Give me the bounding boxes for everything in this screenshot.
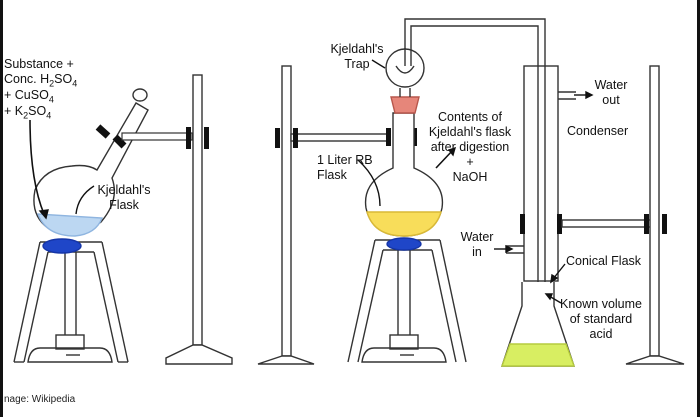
substance-arrow <box>29 119 45 215</box>
left-bunsen-burner <box>27 252 113 363</box>
liebig-condenser <box>506 65 576 345</box>
contents-arrowhead <box>447 146 457 157</box>
cuso4-label: + CuSO4 <box>4 88 54 105</box>
rb-flask-label: 1 Liter RB Flask <box>317 153 373 182</box>
middle-bunsen-burner <box>361 250 447 363</box>
left-stand <box>165 74 233 365</box>
flask-pointer <box>75 185 95 215</box>
left-clamp <box>95 124 209 149</box>
conical-flask-label: Conical Flask <box>566 254 642 268</box>
right-frame-edge <box>697 0 700 417</box>
contents-label: Contents of Kjeldahl's flask after diges… <box>428 110 512 184</box>
left-frame-edge <box>0 0 3 417</box>
middle-left-stand <box>257 65 315 365</box>
contents-arrow <box>435 149 454 169</box>
kjeldahl-trap <box>385 48 425 114</box>
image-credit: nage: Wikipedia <box>4 394 76 405</box>
middle-tripod <box>347 239 467 363</box>
kjeldahl-flask-label: Kjeldahl's Flask <box>97 183 151 212</box>
known-volume-label: Known volume of standard acid <box>560 297 642 341</box>
conical-flask <box>501 282 575 367</box>
water-flow-arrows <box>494 90 594 304</box>
kjeldahl-trap-label: Kjeldahl's Trap <box>330 42 384 71</box>
water-in-label: Water in <box>460 230 494 259</box>
middle-flame <box>386 237 422 251</box>
kjeldahl-flask <box>33 88 149 237</box>
substance-arrowhead <box>38 209 49 220</box>
water-out-label: Water out <box>594 78 628 107</box>
left-tripod <box>13 241 129 363</box>
right-stand <box>625 65 685 365</box>
round-bottom-flask <box>364 112 444 237</box>
condenser-label: Condenser <box>567 124 629 138</box>
substance-label-line1: Substance + <box>4 57 74 71</box>
trap-pointer <box>371 59 386 69</box>
k2so4-label: + K2SO4 <box>4 104 52 121</box>
connecting-tube <box>404 18 546 66</box>
rb-flask-pointer <box>357 159 381 207</box>
left-flame <box>42 238 82 254</box>
substance-label-line2: Conc. H2SO4 <box>4 72 78 89</box>
